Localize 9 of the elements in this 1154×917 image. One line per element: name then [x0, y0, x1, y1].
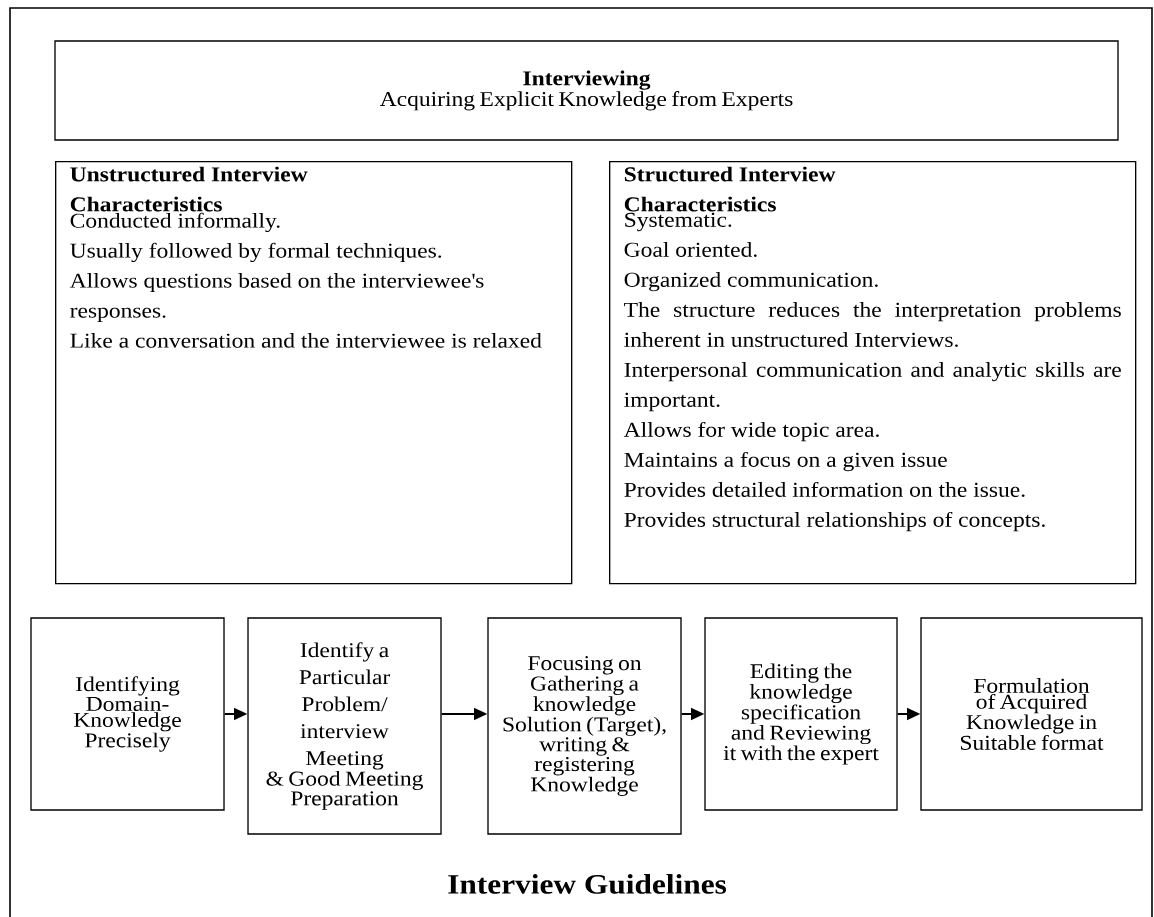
- process-box: Editing the knowledge specification and Reviewing it with the expert: [704, 617, 898, 811]
- process-box: Focusing on Gathering a knowledge Solution (Target), writing & registering Knowledge: [487, 617, 682, 835]
- header-box: Interviewing Acquiring Explicit Knowledge from Experts: [54, 40, 1119, 141]
- caption-title: Interview Guidelines: [448, 874, 727, 894]
- characteristics-box: Unstructured Interview Characteristics Conducted informally. Usually followed by formal techniques. Allows questions based on the interviewee's responses. Like a conversation and the interviewee is relaxed: [55, 161, 573, 585]
- characteristics-box: Structured Interview Characteristics Systematic. Goal oriented. Organized communication. The structure reduces the interpretation problems inherent in unstructured Interviews. Interpersonal communication and analytic skills are important. Allows for wide topic area. Maintains a focus on a given issue Provides detailed information on the issue. Provides structural relationships of concepts.: [609, 161, 1137, 585]
- process-box: Formulation of Acquired Knowledge in Suitable format: [920, 617, 1143, 811]
- process-box: Identify a Particular Problem/ interview Meeting & Good Meeting Preparation: [247, 617, 442, 835]
- process-box: Identifying Domain- Knowledge Precisely: [30, 617, 225, 811]
